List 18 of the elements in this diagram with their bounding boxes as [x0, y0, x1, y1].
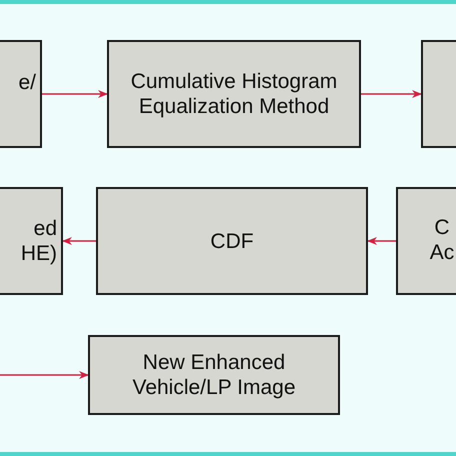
process-box	[96, 187, 368, 295]
process-box	[0, 40, 42, 148]
process-box	[0, 187, 63, 295]
process-box	[88, 335, 340, 415]
box-label: e/	[17, 70, 36, 95]
arrow	[0, 371, 89, 379]
box-label: CDF	[209, 228, 255, 254]
box-label: New Enhanced Vehicle/LP Image	[131, 350, 297, 400]
arrow	[42, 90, 108, 98]
box-label: Cumulative Histogram Equalization Method	[130, 69, 338, 119]
box-label: ed HE)	[20, 216, 57, 266]
process-box	[107, 40, 361, 148]
arrow	[62, 237, 96, 245]
arrow	[361, 90, 422, 98]
process-box	[396, 187, 456, 295]
box-label: C Ac	[428, 215, 456, 265]
arrow	[367, 237, 396, 245]
process-box	[421, 40, 456, 148]
